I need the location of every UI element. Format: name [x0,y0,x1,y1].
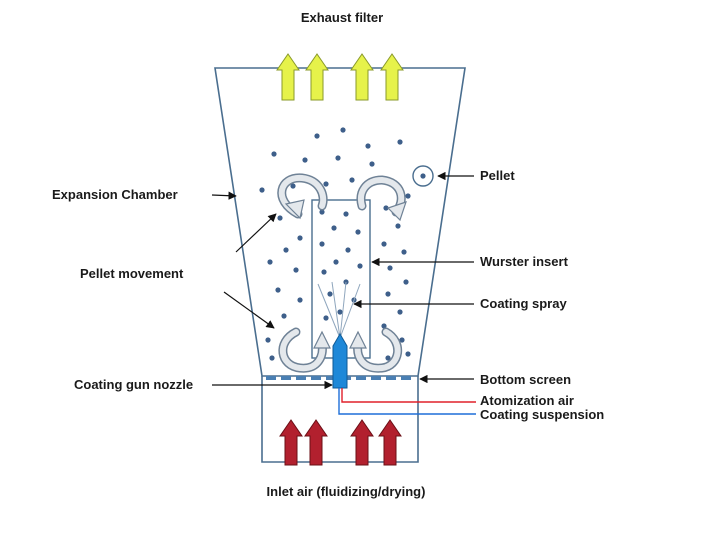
circular-flow-arrow-icon [349,327,402,373]
up-arrow-icon [380,53,404,101]
leader-arrows [211,171,474,390]
coating-gun-nozzle [332,333,348,389]
up-arrow-icon [276,53,300,101]
wurster-insert-label: Wurster insert [480,254,569,269]
pellet-icon [412,165,434,187]
coating-spray-label: Coating spray [480,296,567,311]
exhaust-arrows [276,53,404,101]
exhaust-filter-label: Exhaust filter [301,10,383,25]
up-arrow-icon [350,53,374,101]
up-arrow-icon [304,419,328,466]
pellet-movement-label: Pellet movement [80,266,184,281]
pellets [259,127,411,361]
atomization-air-label: Atomization air [480,393,574,408]
circular-flow-arrow-icon [277,173,328,220]
expansion-chamber-outline [214,67,466,377]
inlet-air-label: Inlet air (fluidizing/drying) [267,484,426,499]
bottom-screen-label: Bottom screen [480,372,571,387]
inlet-arrows [279,419,402,466]
up-arrow-icon [305,53,329,101]
circular-flow-arrow-icon [356,175,407,222]
expansion-chamber-label: Expansion Chamber [52,187,178,202]
lower-chamber-outline [261,376,419,463]
coating-suspension-line [338,388,476,415]
circular-flow-arrow-icon [278,327,331,373]
coating-spray-lines [317,281,361,339]
up-arrow-icon [378,419,402,466]
up-arrow-icon [279,419,303,466]
up-arrow-icon [350,419,374,466]
coating-gun-nozzle-label: Coating gun nozzle [74,377,193,392]
pellet-label: Pellet [480,168,515,183]
atomization-air-line [341,388,476,403]
coating-suspension-label: Coating suspension [480,407,604,422]
